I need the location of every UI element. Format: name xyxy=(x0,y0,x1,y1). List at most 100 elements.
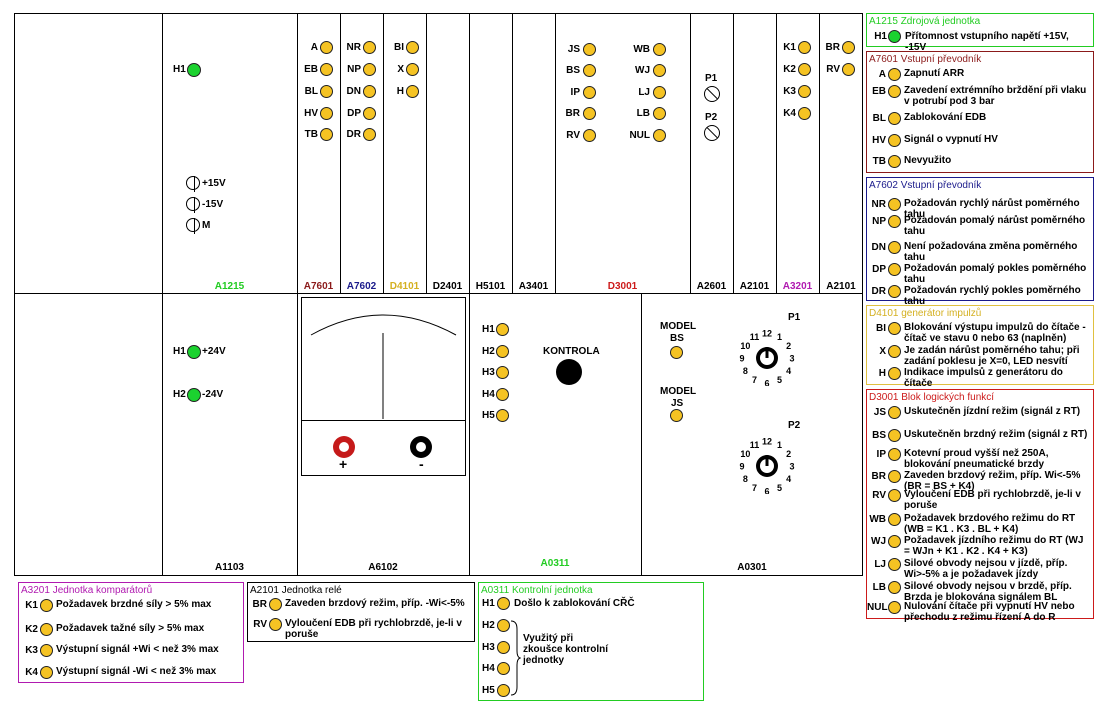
d3001-led-br xyxy=(583,107,596,120)
legend-a2101-text: Vyloučení EDB při rychlobrzdě, je-li v p… xyxy=(285,618,462,640)
a6102-minus-jack-icon[interactable] xyxy=(410,436,432,458)
a0311-h5-label: H5 xyxy=(482,410,495,421)
a2101-led-br xyxy=(842,41,855,54)
legend-a0311-h5-key: H5 xyxy=(482,685,495,696)
legend-d4101-key: H xyxy=(878,368,886,379)
legend-a1215-key: H1 xyxy=(874,31,887,42)
a6102-meter xyxy=(301,297,466,476)
d3001-led-wb xyxy=(653,43,666,56)
a7601-label-a: A xyxy=(310,42,318,53)
legend-a7602-text: Požadován pomalý nárůst poměrného tahu xyxy=(904,215,1086,237)
legend-a2101-led xyxy=(269,618,282,631)
dial-number: 3 xyxy=(789,354,794,364)
d3001-led-lj xyxy=(653,86,666,99)
a3201-label-k1: K1 xyxy=(783,42,796,53)
legend-a3201-text: Výstupní signál +Wi < než 3% max xyxy=(56,644,219,655)
a0301-model-js-led xyxy=(670,409,683,422)
d3001-led-js xyxy=(583,43,596,56)
d3001-label-nul: NUL xyxy=(629,130,650,141)
d3001-led-lb xyxy=(653,107,666,120)
legend-d3001-text: Silové obvody nejsou v jízdě, příp. Wi>-… xyxy=(904,558,1068,580)
module-label-a3401: A3401 xyxy=(518,281,549,292)
dial-number: 1 xyxy=(777,332,782,342)
a2601-p2-trimmer-icon[interactable] xyxy=(704,125,720,141)
d4101-label-h: H xyxy=(396,86,404,97)
legend-d4101-title: D4101 generátor impulzů xyxy=(869,308,982,319)
dial-number: 5 xyxy=(777,483,782,493)
a1215-h1-led xyxy=(187,63,201,77)
a7601-label-bl: BL xyxy=(304,86,318,97)
a0311-h1-label: H1 xyxy=(482,324,495,335)
module-label-a1215: A1215 xyxy=(214,281,245,292)
a1103-h1-label: H1 xyxy=(173,346,186,357)
a7602-led-nr xyxy=(363,41,376,54)
legend-a2101-key: RV xyxy=(253,619,267,630)
divider xyxy=(469,13,470,576)
d3001-label-br: BR xyxy=(565,108,580,119)
d4101-led-x xyxy=(406,63,419,76)
legend-d3001-led xyxy=(888,406,901,419)
panel-divider-horizontal xyxy=(14,293,863,294)
a0311-kontrola-label: KONTROLA xyxy=(543,346,600,357)
legend-a7601-led xyxy=(888,134,901,147)
module-label-a0311: A0311 xyxy=(540,558,570,569)
dial-number: 9 xyxy=(739,462,744,472)
a0311-kontrola-button[interactable] xyxy=(556,359,582,385)
dial-number: 6 xyxy=(764,379,769,387)
legend-a7601-led xyxy=(888,85,901,98)
legend-a3201-key: K4 xyxy=(25,667,38,678)
a0311-h3-led xyxy=(496,366,509,379)
legend-a0311: A0311 Kontrolní jednotka H1 Došlo k zabl… xyxy=(478,582,704,701)
a0301-p2-label: P2 xyxy=(788,420,801,431)
legend-d4101-text: Je zadán nárůst poměrného tahu; při zadá… xyxy=(904,345,1080,367)
a7601-led-a xyxy=(320,41,333,54)
a1215-h1-label: H1 xyxy=(173,64,186,75)
d3001-label-lb: LB xyxy=(636,108,650,119)
module-label-a2101: A2101 xyxy=(739,281,770,292)
dial-number: 12 xyxy=(762,329,772,339)
a3201-label-k2: K2 xyxy=(783,64,796,75)
module-label-d2401: D2401 xyxy=(432,281,463,292)
legend-d3001-led xyxy=(888,470,901,483)
legend-a7601-key: EB xyxy=(872,86,886,97)
legend-a3201-key: K2 xyxy=(25,624,38,635)
legend-d3001-text: Vyloučení EDB při rychlobrzdě, je-li v p… xyxy=(904,489,1081,511)
legend-a0311-brace-text: Využitý při zkoušce kontrolní jednotky xyxy=(523,633,609,666)
legend-d4101-text: Indikace impulsů z generátoru do čítače xyxy=(904,367,1063,389)
dial-number: 3 xyxy=(789,462,794,472)
legend-d4101-led xyxy=(888,345,901,358)
legend-a3201-key: K3 xyxy=(25,645,38,656)
a2601-p1-trimmer-icon[interactable] xyxy=(704,86,720,102)
legend-d3001-led xyxy=(888,429,901,442)
a7602-led-dr xyxy=(363,128,376,141)
legend-d3001-text: Silové obvody nejsou v brzdě, příp. Brzd… xyxy=(904,581,1072,603)
module-label-a3201: A3201 xyxy=(782,281,813,292)
legend-a3201-text: Požadavek tažné síly > 5% max xyxy=(56,623,205,634)
a7602-label-dn: DN xyxy=(346,86,361,97)
a1215-m-terminal-icon xyxy=(186,218,200,234)
a7602-label-np: NP xyxy=(347,64,361,75)
dial-number: 5 xyxy=(777,375,782,385)
legend-d3001-text: Uskutečněn jízdní režim (signál z RT) xyxy=(904,406,1081,417)
legend-d3001-led xyxy=(888,513,901,526)
module-label-a6102: A6102 xyxy=(368,562,398,573)
legend-a7602-led xyxy=(888,285,901,298)
module-label-d4101: D4101 xyxy=(389,281,420,292)
legend-d3001-key: IP xyxy=(876,449,886,460)
a6102-plus-jack-icon[interactable] xyxy=(333,436,355,458)
module-label-a0301: A0301 xyxy=(737,562,767,573)
d3001-label-js: JS xyxy=(567,44,580,55)
legend-a3201-led xyxy=(40,666,53,679)
a0311-h2-label: H2 xyxy=(482,346,495,357)
a0301-model-js-label1: MODEL xyxy=(660,386,697,397)
a1103-h1-value: +24V xyxy=(202,346,226,357)
a0301-p1-label: P1 xyxy=(788,312,801,323)
a3201-led-k4 xyxy=(798,107,811,120)
legend-a7601-text: Zablokování EDB xyxy=(904,112,987,123)
d3001-led-bs xyxy=(583,64,596,77)
